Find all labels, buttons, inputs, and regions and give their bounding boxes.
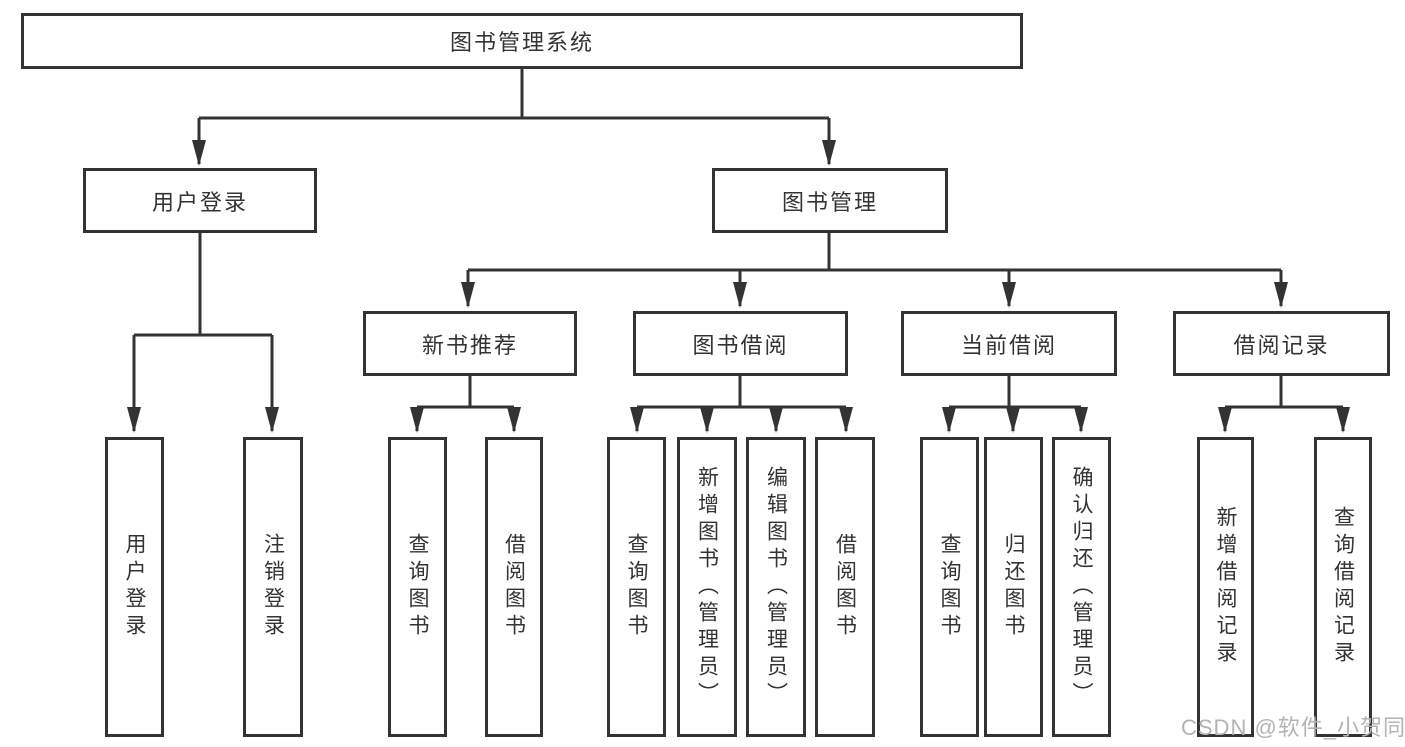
leaf-confirm-return-admin: 确认归还（管理员） — [1052, 437, 1111, 737]
leaf-return-books: 归还图书 — [984, 437, 1043, 737]
leaf-label: 查询图书 — [625, 533, 648, 641]
leaf-label: 用户登录 — [123, 533, 146, 641]
leaf-label: 归还图书 — [1002, 533, 1025, 641]
leaf-borrow-books: 借阅图书 — [815, 437, 875, 737]
leaf-label: 新增图书（管理员） — [695, 465, 719, 709]
leaf-label: 借阅图书 — [833, 533, 857, 641]
leaf-logout: 注销登录 — [243, 437, 303, 737]
node-book-borrow-label: 图书借阅 — [692, 332, 789, 358]
watermark-text: CSDN @软件_小贺同学 — [1181, 715, 1405, 740]
node-book-management-label: 图书管理 — [781, 189, 878, 215]
node-root-label: 图书管理系统 — [449, 30, 594, 55]
node-root: 图书管理系统 — [21, 13, 1023, 69]
leaf-label: 注销登录 — [261, 533, 285, 641]
leaf-query-books-borrow: 查询图书 — [607, 437, 666, 737]
leaf-label: 查询借阅记录 — [1331, 506, 1355, 668]
node-current-borrow: 当前借阅 — [901, 311, 1117, 376]
leaf-add-borrow-record: 新增借阅记录 — [1197, 437, 1254, 737]
node-user-login: 用户登录 — [83, 168, 317, 233]
node-book-borrow: 图书借阅 — [633, 311, 848, 376]
node-new-book-recommend-label: 新书推荐 — [421, 332, 518, 358]
node-borrow-records: 借阅记录 — [1173, 311, 1390, 376]
leaf-query-books-recommend: 查询图书 — [388, 437, 447, 737]
node-new-book-recommend: 新书推荐 — [363, 311, 577, 376]
leaf-borrow-books-recommend: 借阅图书 — [485, 437, 543, 737]
leaf-edit-book-admin: 编辑图书（管理员） — [746, 437, 806, 737]
node-book-management: 图书管理 — [712, 168, 948, 233]
leaf-label: 新增借阅记录 — [1214, 506, 1237, 668]
leaf-label: 查询图书 — [406, 533, 429, 641]
node-borrow-records-label: 借阅记录 — [1233, 332, 1330, 358]
node-user-login-label: 用户登录 — [151, 189, 248, 215]
leaf-label: 编辑图书（管理员） — [764, 465, 788, 709]
leaf-label: 查询图书 — [938, 533, 961, 641]
leaf-label: 借阅图书 — [502, 533, 526, 641]
leaf-label: 确认归还（管理员） — [1070, 465, 1093, 709]
leaf-query-books-current: 查询图书 — [920, 437, 979, 737]
leaf-add-book-admin: 新增图书（管理员） — [677, 437, 737, 737]
leaf-query-borrow-record: 查询借阅记录 — [1314, 437, 1372, 737]
leaf-user-login: 用户登录 — [105, 437, 164, 737]
node-current-borrow-label: 当前借阅 — [960, 332, 1057, 358]
